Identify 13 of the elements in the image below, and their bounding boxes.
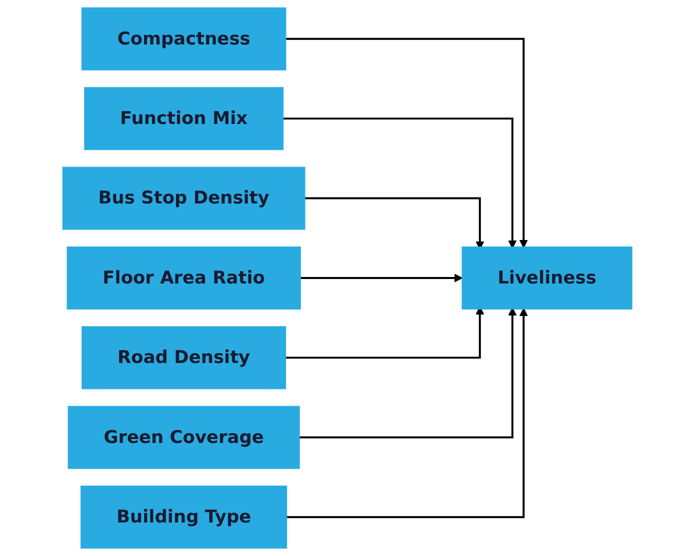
node-box: Road Density xyxy=(82,326,286,390)
node-box: Bus Stop Density xyxy=(62,166,306,230)
node-box: Compactness xyxy=(82,7,286,70)
arrow xyxy=(286,38,528,248)
node-box: Green Coverage xyxy=(68,406,300,469)
arrow xyxy=(299,307,517,438)
node-box: Floor Area Ratio xyxy=(66,246,302,310)
node-box: Function Mix xyxy=(84,87,284,150)
arrow xyxy=(286,308,528,518)
arrow xyxy=(283,118,517,249)
node-box: Liveliness xyxy=(462,246,632,310)
node-box: Building Type xyxy=(80,486,288,549)
arrow xyxy=(300,274,463,282)
